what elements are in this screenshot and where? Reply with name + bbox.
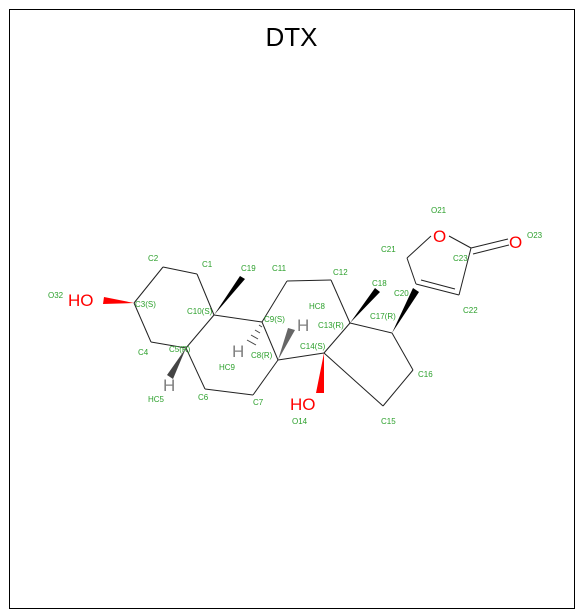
atom-label-c2: C2 — [148, 254, 159, 263]
atom-label-c22: C22 — [463, 306, 478, 315]
bond-c9-c10 — [213, 314, 263, 323]
bond-c2-c3 — [133, 266, 164, 304]
wedge-c3-o32 — [103, 297, 134, 304]
bond-c23-c22 — [458, 247, 472, 296]
wedge-c8-h — [278, 328, 295, 360]
wedge-c10-c19 — [214, 276, 245, 315]
hash-c9-h — [246, 324, 263, 346]
molecule-diagram: HO HO H H H O O C1 C2 C3(S) C4 C5(R) C6 … — [48, 206, 543, 426]
atom-label-c1: C1 — [202, 260, 213, 269]
bond-c14-c8 — [277, 352, 325, 361]
wedge-c17-c20 — [392, 288, 419, 333]
bond-c12-c13 — [330, 279, 351, 324]
bond-c8-c9 — [261, 321, 279, 361]
bond-c6-c7 — [204, 388, 254, 396]
oxygen-o23-label: O — [509, 233, 522, 252]
hydrogen-c5-label: H — [163, 376, 175, 395]
bond-c13-c17 — [349, 322, 393, 334]
molecule-title: DTX — [265, 22, 318, 52]
bond-c22-c20 — [415, 283, 460, 296]
wedge-bonds — [103, 276, 419, 393]
bond-c13-c14 — [323, 322, 351, 354]
atom-label-hc8: HC8 — [309, 302, 326, 311]
atom-label-c21: C21 — [381, 245, 396, 254]
atom-label-c17: C17(R) — [370, 312, 396, 321]
atom-label-c5: C5(R) — [169, 345, 191, 354]
bond-c11-c12 — [286, 279, 332, 282]
bond-c1-c2 — [162, 266, 198, 275]
atom-label-hc9: HC9 — [219, 363, 236, 372]
atom-label-c3: C3(S) — [135, 300, 156, 309]
oxygen-o14-label: HO — [290, 395, 316, 414]
bond-c21-o21 — [406, 235, 432, 259]
bond-c4-c5 — [150, 341, 187, 349]
bond-c16-c15 — [382, 369, 414, 407]
bond-c9-c11 — [261, 280, 288, 323]
atom-labels: C1 C2 C3(S) C4 C5(R) C6 C7 C8(R) C9(S) C… — [48, 206, 543, 426]
atom-label-o21: O21 — [431, 206, 447, 215]
atom-label-c11: C11 — [272, 264, 287, 273]
atom-label-c7: C7 — [253, 398, 264, 407]
wedge-c5-h — [167, 348, 186, 379]
wedge-c14-o14 — [316, 353, 324, 393]
bond-c3-c4 — [133, 302, 152, 343]
bond-c23-o23-double — [472, 244, 510, 255]
atom-label-c19: C19 — [241, 264, 256, 273]
bond-c5-c10 — [185, 314, 215, 349]
atom-label-c16: C16 — [418, 370, 433, 379]
hydrogen-c8-label: H — [297, 316, 309, 335]
hydrogen-c9-label: H — [232, 342, 244, 361]
atom-label-c23: C23 — [453, 254, 468, 263]
atom-label-c14: C14(S) — [300, 342, 326, 351]
bond-c22-c20-double — [420, 279, 456, 290]
bond-c5-c6 — [185, 347, 206, 390]
bond-c10-c1 — [196, 273, 215, 316]
atom-label-hc5: HC5 — [148, 395, 165, 404]
bond-o21-c23 — [448, 235, 472, 249]
bond-c15-c14 — [323, 352, 384, 407]
atom-label-c18: C18 — [372, 279, 387, 288]
oxygen-o32-label: HO — [68, 291, 94, 310]
atom-label-c10: C10(S) — [187, 307, 213, 316]
canvas-frame — [9, 9, 575, 609]
bond-c23-o23 — [470, 238, 509, 249]
atom-label-c9: C9(S) — [264, 315, 285, 324]
atom-label-c4: C4 — [138, 348, 149, 357]
atom-label-c15: C15 — [381, 417, 396, 426]
bond-c20-c21 — [406, 257, 417, 285]
atom-label-o23: O23 — [527, 231, 543, 240]
atom-label-c6: C6 — [198, 393, 209, 402]
bond-lines — [133, 235, 510, 407]
atom-label-c8: C8(R) — [251, 351, 273, 360]
atom-label-c20: C20 — [394, 289, 409, 298]
bond-c7-c8 — [252, 359, 279, 396]
oxygen-o21-label: O — [433, 227, 446, 246]
bond-c17-c16 — [391, 332, 414, 371]
atom-label-c12: C12 — [333, 268, 348, 277]
atom-label-o32: O32 — [48, 291, 64, 300]
atom-label-o14: O14 — [292, 417, 308, 426]
wedge-c13-c18 — [350, 288, 380, 323]
atom-label-c13: C13(R) — [318, 321, 344, 330]
